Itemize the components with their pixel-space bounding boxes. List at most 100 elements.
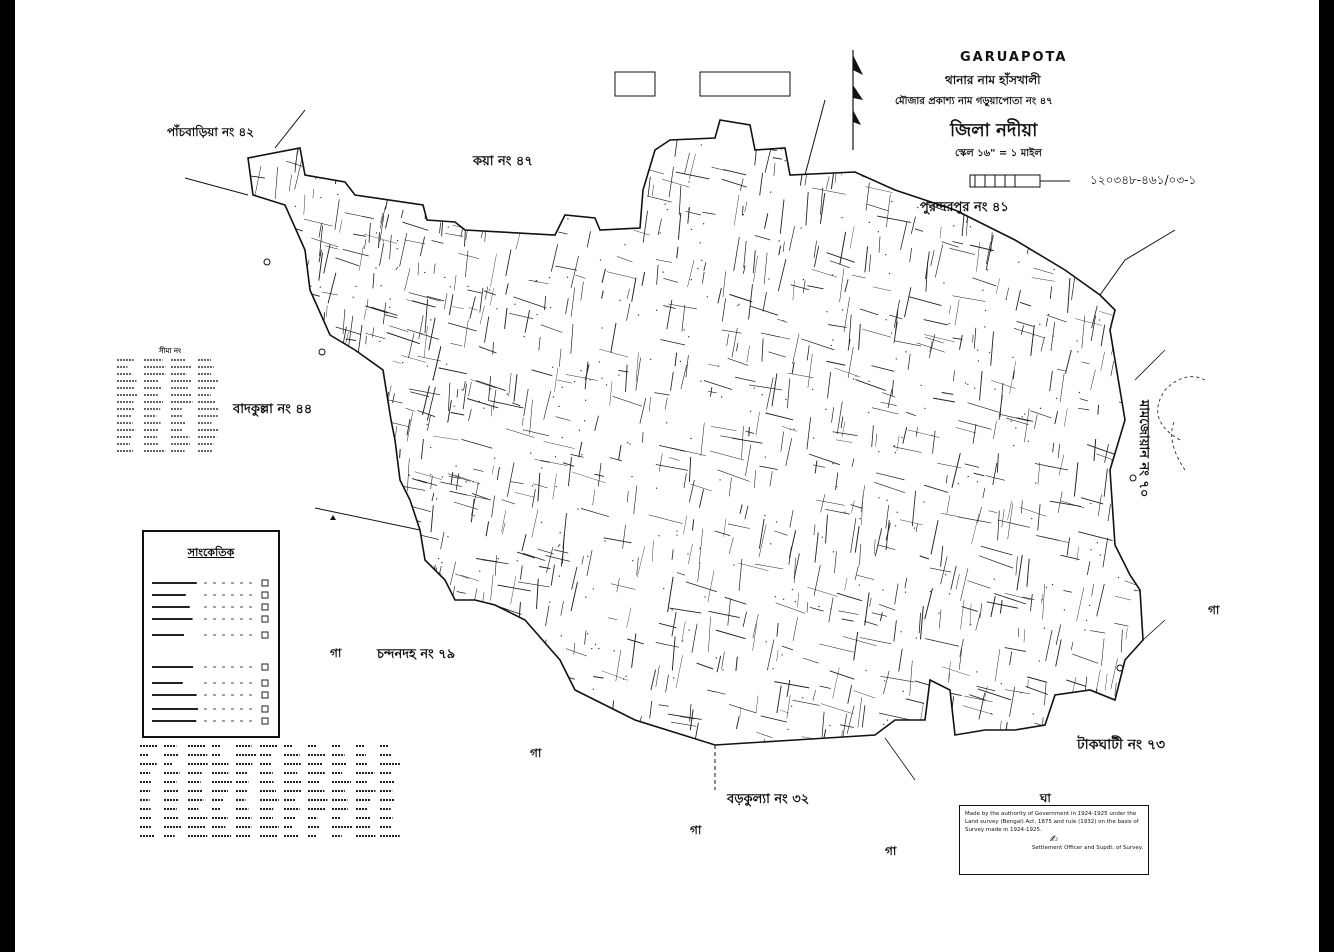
plot-speck — [988, 351, 991, 354]
plot-line — [626, 288, 630, 300]
plot-speck — [791, 705, 793, 707]
plot-line — [961, 606, 978, 612]
plot-line — [691, 623, 698, 653]
plot-line — [739, 178, 744, 191]
plot-line — [994, 593, 1027, 605]
plot-line — [805, 191, 809, 226]
plot-speck — [512, 687, 515, 690]
plot-speck — [774, 596, 776, 598]
plot-line — [383, 146, 408, 154]
plot-speck — [514, 651, 516, 653]
plot-speck — [441, 677, 444, 679]
plot-line — [877, 544, 896, 551]
plot-speck — [1051, 584, 1054, 586]
plot-line — [742, 611, 747, 627]
plot-speck — [279, 350, 281, 352]
plot-line — [658, 453, 663, 472]
plot-line — [617, 197, 621, 221]
plot-speck — [701, 259, 703, 261]
plot-line — [633, 229, 650, 236]
plot-line — [432, 346, 442, 381]
plot-line — [468, 307, 478, 311]
plot-line — [334, 610, 353, 618]
plot-line — [750, 305, 779, 316]
plot-line — [601, 290, 604, 299]
plot-line — [531, 509, 539, 538]
plot-speck — [738, 303, 740, 305]
plot-speck — [378, 704, 380, 706]
plot-line — [1023, 629, 1025, 643]
plot-line — [660, 339, 686, 346]
plot-line — [618, 444, 622, 461]
plot-line — [899, 519, 923, 526]
plot-speck — [632, 560, 634, 562]
plot-line — [650, 669, 657, 691]
plot-line — [284, 471, 296, 476]
plot-line — [361, 407, 368, 433]
plot-line — [654, 392, 670, 396]
plot-line — [399, 448, 401, 459]
plot-line — [865, 182, 870, 211]
plot-line — [1104, 722, 1113, 725]
plot-speck — [347, 461, 349, 463]
plot-line — [550, 244, 559, 272]
plot-line — [760, 332, 781, 338]
plot-line — [453, 501, 479, 510]
plot-line — [366, 418, 373, 452]
plot-line — [1083, 136, 1091, 167]
plot-line — [685, 210, 701, 216]
plot-line — [506, 223, 519, 229]
plot-speck — [337, 193, 339, 196]
plot-line — [463, 684, 467, 698]
plot-line — [854, 526, 860, 553]
plot-line — [339, 219, 343, 233]
plot-speck — [280, 496, 282, 498]
plot-speck — [340, 534, 342, 536]
plot-line — [450, 342, 463, 347]
plot-line — [406, 299, 426, 306]
marker-ga-4: গা — [885, 844, 897, 858]
plot-line — [411, 478, 427, 484]
plot-speck — [715, 657, 717, 659]
plot-line — [242, 306, 246, 333]
plot-speck — [379, 487, 381, 489]
plot-line — [244, 427, 245, 435]
plot-line — [318, 249, 322, 263]
plot-line — [1015, 290, 1021, 311]
bottom-left-table — [140, 745, 400, 837]
plot-line — [441, 143, 476, 153]
plot-line — [1097, 404, 1099, 415]
plot-line — [501, 197, 528, 204]
plot-line — [689, 153, 696, 180]
plot-line — [776, 685, 782, 714]
plot-speck — [507, 191, 509, 193]
plot-line — [490, 405, 492, 417]
plot-line — [929, 567, 952, 573]
plot-speck — [770, 191, 772, 193]
plot-line — [622, 524, 626, 549]
plot-line — [257, 259, 261, 277]
plot-line — [496, 466, 500, 480]
plot-speck — [770, 543, 772, 545]
plot-speck — [267, 282, 269, 284]
plot-line — [964, 463, 980, 468]
plot-speck — [878, 451, 880, 453]
plot-speck — [812, 388, 814, 390]
plot-speck — [284, 603, 286, 605]
plot-line — [900, 222, 908, 250]
plot-line — [904, 577, 908, 589]
plot-line — [1104, 444, 1109, 463]
plot-line — [494, 644, 500, 677]
plot-line — [675, 655, 683, 688]
plot-line — [468, 382, 472, 397]
plot-line — [874, 481, 906, 494]
plot-speck — [516, 560, 518, 562]
plot-line — [898, 648, 903, 672]
plot-line — [1052, 442, 1055, 453]
plot-speck — [292, 258, 294, 260]
plot-line — [810, 133, 813, 145]
plot-line — [959, 334, 963, 350]
plot-speck — [912, 131, 914, 133]
plot-speck — [886, 499, 888, 501]
plot-line — [375, 123, 381, 150]
